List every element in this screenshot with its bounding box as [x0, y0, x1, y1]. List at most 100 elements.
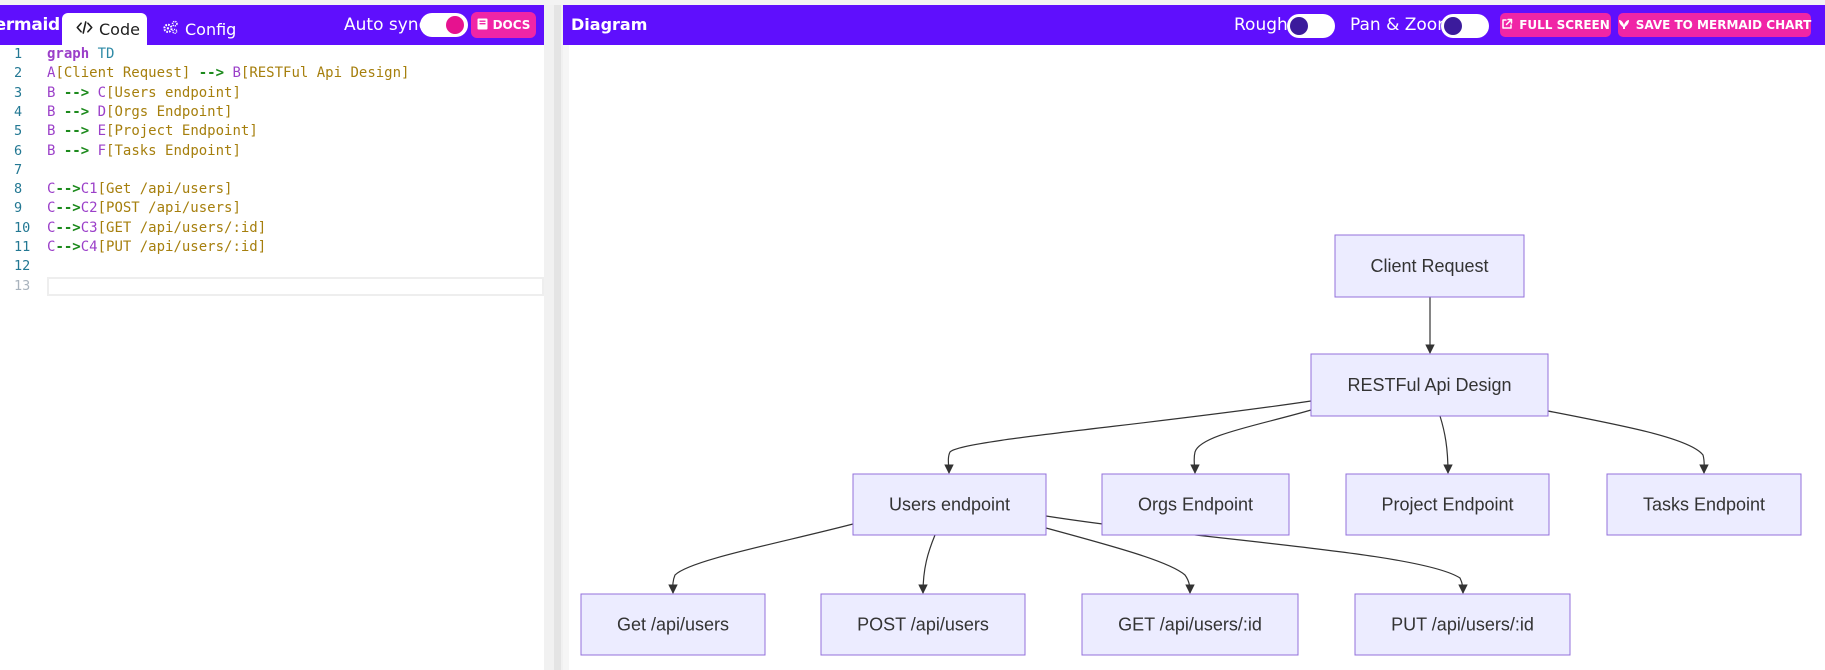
- line-number: 1: [14, 46, 23, 62]
- code-line[interactable]: 1 graph TD: [0, 45, 544, 64]
- code-line[interactable]: 10 C-->C3[GET /api/users/:id]: [0, 219, 544, 238]
- full-screen-label: FULL SCREEN: [1519, 18, 1610, 32]
- code-icon: [76, 19, 93, 40]
- node-box: [1606, 473, 1802, 536]
- node-label: Client Request: [1370, 256, 1488, 276]
- node-label: Get /api/users: [617, 615, 729, 635]
- editor-panel: Mermaid Code Config Auto sync: [0, 5, 544, 670]
- line-number: 10: [14, 219, 31, 236]
- code-line[interactable]: 8 C-->C1[Get /api/users]: [0, 180, 544, 199]
- docs-button[interactable]: DOCS: [471, 12, 536, 38]
- line-number: 4: [14, 103, 23, 120]
- code-line[interactable]: 7: [0, 161, 544, 180]
- node-box: [1101, 473, 1290, 536]
- auto-sync-label: Auto sync: [344, 15, 428, 35]
- toggle-knob: [1290, 17, 1308, 35]
- code-text: C-->C3[GET /api/users/:id]: [47, 219, 267, 236]
- node-box: [1081, 593, 1299, 656]
- node-b[interactable]: RESTFul Api Design: [1310, 353, 1549, 417]
- tab-config-label: Config: [185, 19, 237, 39]
- edge-c-c3: [1045, 527, 1195, 594]
- line-number: 12: [14, 258, 31, 275]
- node-box: [1354, 593, 1571, 656]
- node-box: [1334, 234, 1525, 298]
- node-c3[interactable]: GET /api/users/:id: [1081, 593, 1299, 656]
- book-icon: [477, 18, 488, 33]
- node-c4[interactable]: PUT /api/users/:id: [1354, 593, 1571, 656]
- code-text: B --> E[Project Endpoint]: [47, 123, 258, 140]
- tab-code-label: Code: [99, 19, 140, 39]
- edge-c-c1: [668, 523, 854, 594]
- auto-sync-toggle[interactable]: [420, 13, 468, 37]
- line-number: 13: [14, 277, 31, 294]
- code-line[interactable]: 2 A[Client Request] --> B[RESTFul Api Des…: [0, 64, 544, 83]
- line-number: 6: [14, 142, 23, 159]
- mermaid-logo-icon: [1618, 18, 1630, 33]
- save-label: SAVE TO MERMAID CHART: [1635, 18, 1812, 32]
- code-line[interactable]: 9 C-->C2[POST /api/users]: [0, 199, 544, 218]
- node-label: PUT /api/users/:id: [1391, 615, 1534, 635]
- full-screen-button[interactable]: FULL SCREEN: [1500, 13, 1611, 37]
- tab-code[interactable]: Code: [62, 13, 147, 45]
- tab-config[interactable]: Config: [148, 13, 243, 45]
- node-box: [1310, 353, 1549, 417]
- code-text: B --> F[Tasks Endpoint]: [47, 142, 241, 159]
- line-number: 3: [14, 84, 23, 101]
- code-line[interactable]: 13: [0, 276, 544, 296]
- save-to-mermaid-chart-button[interactable]: SAVE TO MERMAID CHART: [1618, 13, 1811, 37]
- code-line[interactable]: 3 B --> C[Users endpoint]: [0, 84, 544, 103]
- brand-text: Mermaid: [0, 15, 60, 35]
- code-line[interactable]: 6 B --> F[Tasks Endpoint]: [0, 142, 544, 161]
- diagram-panel: Diagram Rough Pan & Zoom FULL SCREEN SAV…: [563, 5, 1825, 670]
- resize-handle[interactable]: [554, 5, 561, 670]
- node-label: GET /api/users/:id: [1118, 615, 1262, 635]
- node-c[interactable]: Users endpoint: [852, 473, 1047, 536]
- line-number: 8: [14, 181, 23, 198]
- edge-b-f: [1547, 410, 1709, 474]
- line-number: 2: [14, 65, 23, 82]
- pan-zoom-label: Pan & Zoom: [1350, 15, 1454, 35]
- code-line[interactable]: 11 C-->C4[PUT /api/users/:id]: [0, 238, 544, 257]
- code-text: C-->C4[PUT /api/users/:id]: [47, 239, 267, 255]
- edge-c-c2: [918, 534, 936, 594]
- code-line[interactable]: 5 B --> E[Project Endpoint]: [0, 122, 544, 141]
- node-box: [852, 473, 1047, 536]
- toggle-knob: [446, 16, 464, 34]
- node-box: [820, 593, 1026, 656]
- code-line[interactable]: 12: [0, 257, 544, 276]
- gears-icon: [162, 19, 179, 40]
- current-line-highlight: [47, 276, 544, 296]
- diagram-edge: [563, 45, 569, 670]
- editor-header: Mermaid Code Config Auto sync: [0, 5, 544, 45]
- line-number: 5: [14, 123, 23, 140]
- node-c2[interactable]: POST /api/users: [820, 593, 1026, 656]
- edge-b-c: [944, 400, 1312, 474]
- node-c1[interactable]: Get /api/users: [580, 593, 766, 656]
- node-label: RESTFul Api Design: [1347, 375, 1511, 395]
- code-line[interactable]: 4 B --> D[Orgs Endpoint]: [0, 103, 544, 122]
- pan-zoom-toggle[interactable]: [1441, 14, 1489, 38]
- rough-toggle[interactable]: [1287, 14, 1335, 38]
- edge-b-e: [1439, 415, 1453, 474]
- node-d[interactable]: Orgs Endpoint: [1101, 473, 1290, 536]
- line-number: 11: [14, 239, 31, 255]
- docs-label: DOCS: [492, 18, 531, 32]
- code-text: B --> C[Users endpoint]: [47, 84, 241, 101]
- code-text: C-->C2[POST /api/users]: [47, 200, 241, 217]
- line-number: 9: [14, 200, 23, 217]
- code-text: graph TD: [47, 46, 115, 62]
- node-e[interactable]: Project Endpoint: [1345, 473, 1550, 536]
- rough-label: Rough: [1234, 15, 1288, 35]
- code-text: A[Client Request] --> B[RESTFul Api Desi…: [47, 65, 410, 82]
- node-f[interactable]: Tasks Endpoint: [1606, 473, 1802, 536]
- code-text: B --> D[Orgs Endpoint]: [47, 103, 233, 120]
- toggle-knob: [1444, 17, 1462, 35]
- code-text: C-->C1[Get /api/users]: [47, 181, 233, 198]
- node-a[interactable]: Client Request: [1334, 234, 1525, 298]
- code-editor[interactable]: 1 graph TD 2 A[Client Request] --> B[RESTFu…: [0, 45, 544, 670]
- external-link-icon: [1501, 18, 1513, 33]
- node-box: [1345, 473, 1550, 536]
